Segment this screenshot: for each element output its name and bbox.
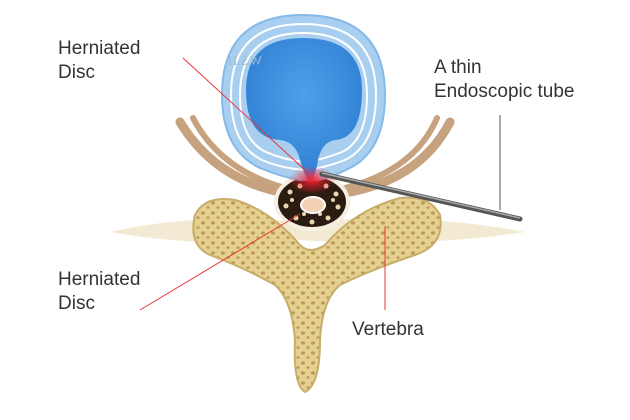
label-line: Herniated [58, 269, 141, 290]
vertebra-bone [192, 196, 442, 394]
spinal-cord [300, 196, 326, 214]
label-herniated-disc-bottom: Herniated Disc [58, 268, 140, 316]
label-line: Endoscopic tube [434, 81, 575, 102]
label-endoscopic-tube: A thin Endoscopic tube [434, 56, 575, 104]
label-vertebra: Vertebra [352, 319, 424, 340]
intervertebral-disc: W.S.H [220, 13, 387, 194]
watermark-logo: W.S.H [228, 53, 262, 68]
leader-lines [139, 57, 386, 311]
nucleus-pulposus [246, 38, 362, 182]
label-line: Disc [58, 293, 95, 314]
label-line: Disc [58, 62, 95, 83]
label-herniated-disc-top: Herniated Disc [58, 37, 140, 85]
herniation-glow-icon [288, 166, 336, 194]
label-line: Herniated [58, 38, 141, 59]
label-line: A thin [434, 57, 482, 78]
endoscopic-tube [319, 171, 523, 222]
